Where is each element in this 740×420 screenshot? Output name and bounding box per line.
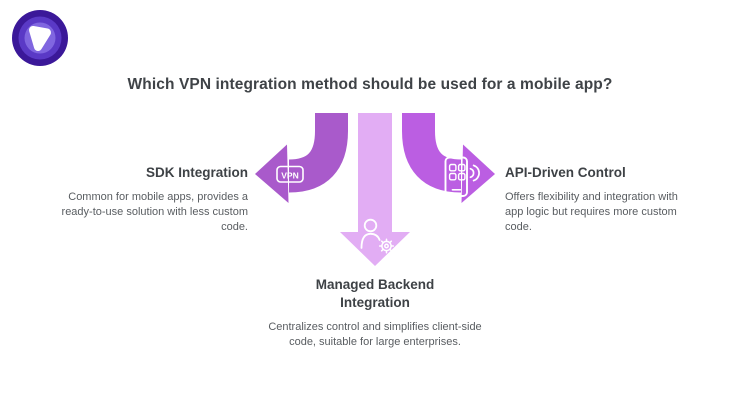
phone-signal-icon [444,156,480,197]
vpn-badge-icon: VPN [276,165,304,183]
sdk-heading: SDK Integration [145,165,248,180]
api-heading: API-Driven Control [505,165,626,180]
managed-description: Centralizes control and simplifies clien… [268,321,482,349]
sdk-description: Common for mobile apps, provides a ready… [61,190,248,233]
brand-logo [12,10,68,66]
api-method-card: API-Driven Control Offers flexibility an… [505,164,695,235]
sdk-arrow [255,113,348,203]
managed-backend-arrow [340,113,410,266]
vpn-badge-label: VPN [281,171,298,181]
page-title: Which VPN integration method should be u… [127,76,613,93]
user-gear-icon [360,218,395,254]
sdk-method-card: SDK Integration Common for mobile apps, … [56,164,248,235]
logo-pick-icon [29,26,51,51]
api-description: Offers flexibility and integration with … [505,190,678,233]
managed-heading: Managed Backend Integration [315,277,435,310]
managed-method-card: Managed Backend Integration Centralizes … [268,276,482,350]
